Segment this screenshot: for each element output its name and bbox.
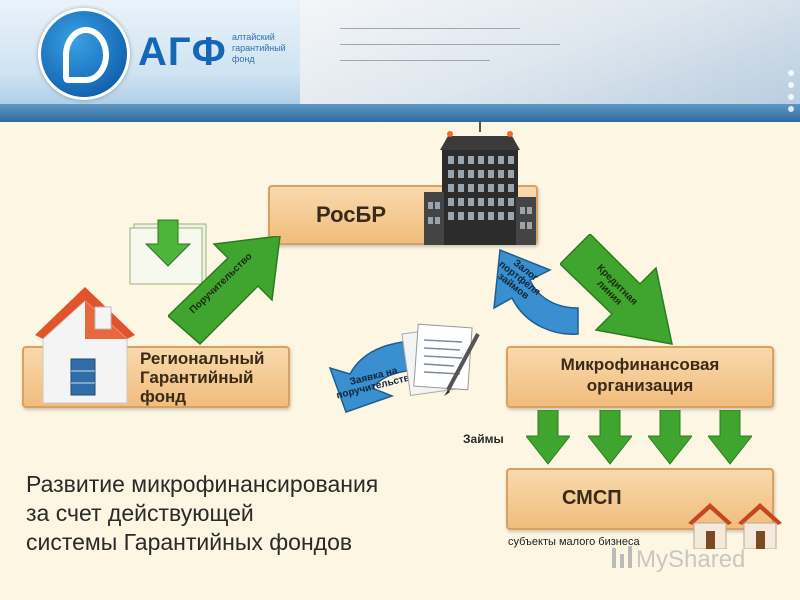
slide-title-line: системы Гарантийных фондов — [26, 529, 353, 555]
regional-fund-label-line: фонд — [140, 387, 187, 406]
header-line — [340, 60, 490, 61]
small-house-icon — [688, 503, 732, 549]
header-bar — [0, 104, 800, 122]
header-background-image — [300, 0, 800, 105]
mfo-label: Микрофинансовая организация — [506, 354, 774, 396]
loans-label: Займы — [463, 432, 504, 446]
watermark-icon — [612, 546, 632, 568]
mfo-box — [506, 346, 774, 408]
loan-arrow — [708, 410, 752, 465]
loan-arrow — [526, 410, 570, 465]
small-house-icon — [738, 503, 782, 549]
watermark: MyShared — [636, 546, 746, 573]
house-icon — [35, 287, 135, 404]
mfo-label-line: Микрофинансовая — [560, 355, 720, 374]
rosbr-label: РосБР — [316, 202, 386, 227]
header-line — [340, 28, 520, 29]
documents-pen-icon — [401, 323, 480, 396]
pledge-arrow — [493, 248, 579, 335]
header-line — [340, 44, 560, 45]
logo-subtitle: алтайский гарантийный фонд — [232, 32, 322, 65]
regional-fund-label-line: Региональный — [140, 349, 265, 368]
loan-arrow — [588, 410, 632, 465]
smsp-note: субъекты малого бизнеса — [508, 536, 640, 548]
mfo-label-line: организация — [586, 376, 694, 395]
regional-fund-label-line: Гарантийный — [140, 368, 254, 387]
slide-title-line: Развитие микрофинансирования — [26, 471, 379, 497]
logo-subtitle-line: фонд — [232, 54, 255, 64]
decorative-dots — [788, 70, 796, 118]
regional-fund-label: Региональный Гарантийный фонд — [140, 349, 265, 406]
bank-building-icon — [424, 122, 536, 245]
loan-arrow — [648, 410, 692, 465]
logo-subtitle-line: алтайский — [232, 32, 275, 42]
credit-line-arrow — [560, 234, 673, 345]
header-banner: АГФ алтайский гарантийный фонд — [0, 0, 800, 122]
logo-subtitle-line: гарантийный — [232, 43, 286, 53]
logo-icon — [38, 8, 130, 100]
smsp-label: СМСП — [562, 487, 622, 509]
slide-title: Развитие микрофинансирования за счет дей… — [26, 470, 378, 557]
document-icon — [129, 219, 207, 285]
smsp-box — [506, 468, 774, 530]
logo-abbr: АГФ — [138, 30, 227, 74]
guarantee-arrow — [168, 236, 281, 346]
slide-title-line: за счет действующей — [26, 500, 254, 526]
